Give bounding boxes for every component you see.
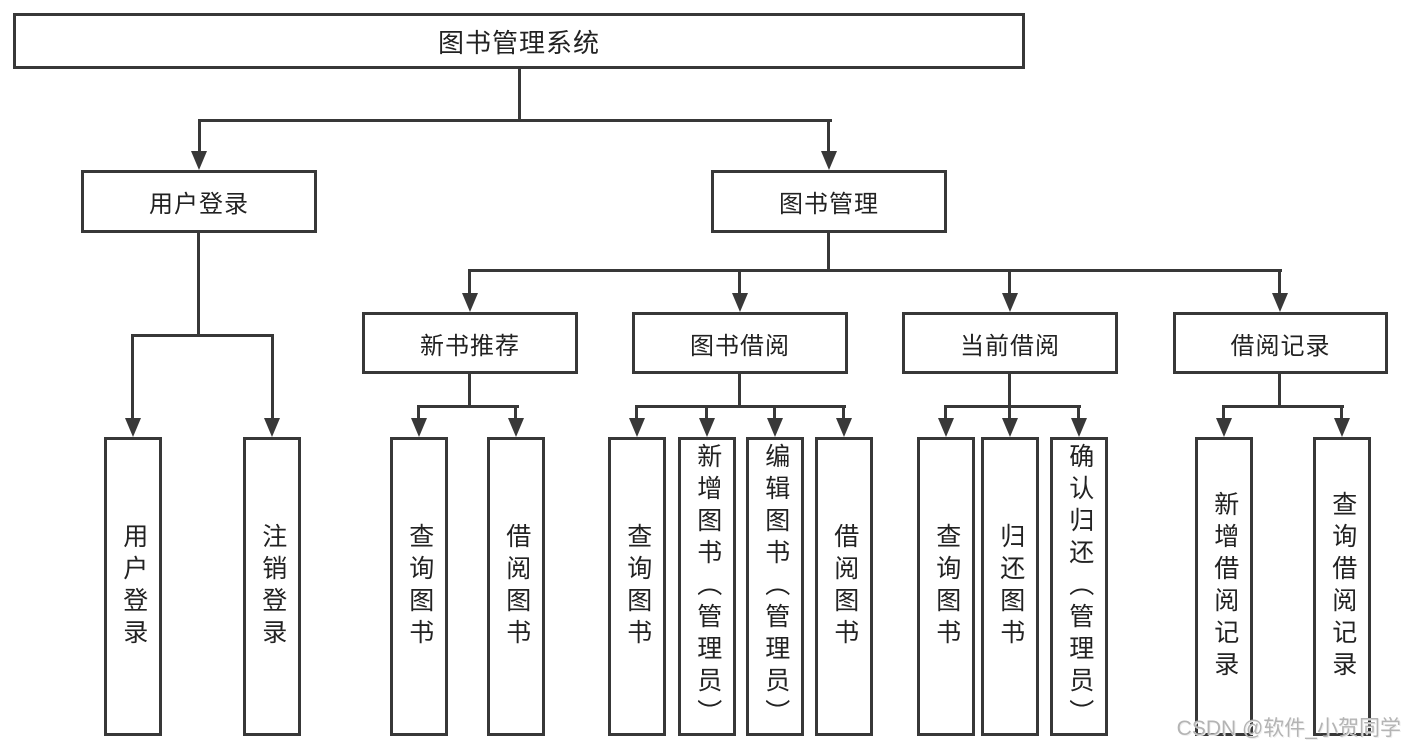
- connector-line: [635, 405, 846, 408]
- leaf-logout-label: 注销登录: [258, 522, 287, 651]
- connector-line: [197, 233, 200, 336]
- connector-line: [417, 405, 420, 421]
- arrowhead-icon: [1071, 418, 1087, 437]
- connector-line: [944, 405, 947, 421]
- leaf-logout: 注销登录: [243, 437, 301, 736]
- arrowhead-icon: [264, 418, 280, 437]
- node-current-borrow: 当前借阅: [902, 312, 1118, 374]
- leaf-add-borrow-record-label: 新增借阅记录: [1210, 490, 1239, 683]
- leaf-confirm-return-admin-label: 确认归还（管理员）: [1065, 442, 1094, 731]
- arrowhead-icon: [938, 418, 954, 437]
- leaf-borrow-query-book-label: 查询图书: [623, 522, 652, 651]
- connector-line: [131, 334, 274, 337]
- arrowhead-icon: [191, 151, 207, 170]
- leaf-current-query-book-label: 查询图书: [932, 522, 961, 651]
- node-new-book-recommend-label: 新书推荐: [420, 332, 520, 360]
- arrowhead-icon: [1002, 293, 1018, 312]
- arrowhead-icon: [508, 418, 524, 437]
- node-root-label: 图书管理系统: [437, 27, 600, 58]
- connector-line: [1008, 405, 1011, 421]
- node-borrow-records: 借阅记录: [1173, 312, 1388, 374]
- connector-line: [738, 374, 741, 407]
- leaf-rec-query-book: 查询图书: [390, 437, 448, 736]
- connector-line: [1008, 374, 1011, 407]
- arrowhead-icon: [1216, 418, 1232, 437]
- connector-line: [1340, 405, 1343, 421]
- leaf-query-borrow-record: 查询借阅记录: [1313, 437, 1371, 736]
- leaf-add-book-admin: 新增图书（管理员）: [678, 437, 736, 736]
- connector-line: [1008, 269, 1011, 295]
- connector-line: [827, 119, 830, 153]
- connector-line: [738, 269, 741, 295]
- leaf-borrow-book: 借阅图书: [815, 437, 873, 736]
- leaf-current-query-book: 查询图书: [917, 437, 975, 736]
- node-current-borrow-label: 当前借阅: [960, 332, 1060, 360]
- node-user-login: 用户登录: [81, 170, 317, 233]
- arrowhead-icon: [732, 293, 748, 312]
- arrowhead-icon: [767, 418, 783, 437]
- arrowhead-icon: [836, 418, 852, 437]
- connector-line: [842, 405, 845, 421]
- leaf-confirm-return-admin: 确认归还（管理员）: [1050, 437, 1108, 736]
- node-user-login-label: 用户登录: [149, 191, 249, 218]
- node-book-borrow: 图书借阅: [632, 312, 848, 374]
- leaf-rec-borrow-book-label: 借阅图书: [502, 522, 531, 651]
- node-book-management: 图书管理: [711, 170, 947, 233]
- connector-line: [468, 269, 471, 295]
- connector-line: [1222, 405, 1344, 408]
- connector-line: [271, 334, 274, 420]
- leaf-borrow-book-label: 借阅图书: [830, 522, 859, 651]
- leaf-edit-book-admin-label: 编辑图书（管理员）: [761, 442, 790, 731]
- connector-line: [417, 405, 519, 408]
- connector-line: [705, 405, 708, 421]
- arrowhead-icon: [1334, 418, 1350, 437]
- node-book-borrow-label: 图书借阅: [690, 332, 790, 360]
- connector-line: [1278, 374, 1281, 407]
- leaf-user-login-label: 用户登录: [119, 522, 148, 651]
- connector-line: [773, 405, 776, 421]
- connector-line: [514, 405, 517, 421]
- leaf-return-book-label: 归还图书: [996, 522, 1025, 651]
- connector-line: [1278, 269, 1281, 295]
- leaf-add-borrow-record: 新增借阅记录: [1195, 437, 1253, 736]
- arrowhead-icon: [125, 418, 141, 437]
- arrowhead-icon: [629, 418, 645, 437]
- leaf-add-book-admin-label: 新增图书（管理员）: [693, 442, 722, 731]
- connector-line: [1077, 405, 1080, 421]
- arrowhead-icon: [1002, 418, 1018, 437]
- node-new-book-recommend: 新书推荐: [362, 312, 578, 374]
- csdn-watermark: CSDN @软件_小贺同学: [1176, 717, 1401, 740]
- connector-line: [944, 405, 1081, 408]
- leaf-return-book: 归还图书: [981, 437, 1039, 736]
- connector-line: [635, 405, 638, 421]
- leaf-rec-borrow-book: 借阅图书: [487, 437, 545, 736]
- connector-line: [198, 119, 832, 122]
- node-root: 图书管理系统: [13, 13, 1025, 69]
- leaf-rec-query-book-label: 查询图书: [405, 522, 434, 651]
- connector-line: [468, 374, 471, 407]
- leaf-edit-book-admin: 编辑图书（管理员）: [746, 437, 804, 736]
- node-borrow-records-label: 借阅记录: [1230, 332, 1331, 360]
- leaf-user-login: 用户登录: [104, 437, 162, 736]
- connector-line: [518, 69, 521, 120]
- connector-line: [1222, 405, 1225, 421]
- arrowhead-icon: [411, 418, 427, 437]
- connector-line: [827, 233, 830, 271]
- connector-line: [131, 334, 134, 420]
- arrowhead-icon: [1272, 293, 1288, 312]
- leaf-borrow-query-book: 查询图书: [608, 437, 666, 736]
- node-book-management-label: 图书管理: [779, 191, 879, 218]
- connector-line: [468, 269, 1282, 272]
- arrowhead-icon: [699, 418, 715, 437]
- leaf-query-borrow-record-label: 查询借阅记录: [1328, 490, 1357, 683]
- connector-line: [198, 119, 201, 153]
- arrowhead-icon: [462, 293, 478, 312]
- arrowhead-icon: [821, 151, 837, 170]
